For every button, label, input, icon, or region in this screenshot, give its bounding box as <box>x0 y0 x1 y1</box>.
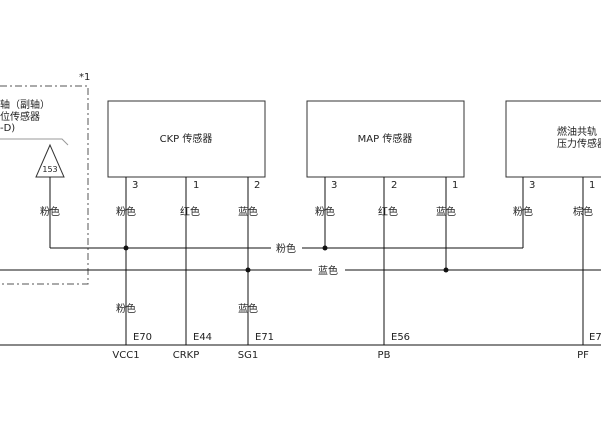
rail-pin-number: 3 <box>529 180 535 191</box>
ckp-wire-color-bottom: 粉色 <box>116 302 136 315</box>
ckp-wire-color: 红色 <box>180 205 200 218</box>
splice-dot <box>322 245 328 251</box>
group-name-line2: 位传感器 <box>0 110 40 123</box>
group-name-line1: 轴（副轴） <box>0 98 50 111</box>
group-divider <box>0 138 69 146</box>
ckp-terminal: E44 <box>193 332 212 343</box>
group-frame <box>0 85 89 285</box>
rail-sensor-box <box>505 100 601 178</box>
map-pin-number: 1 <box>452 180 458 191</box>
rail-sensor-name-line1: 燃油共轨 <box>557 125 597 138</box>
ckp-pin-number: 1 <box>193 180 199 191</box>
ckp-sensor-box <box>107 100 266 178</box>
rail-sensor-name-line2: 压力传感器 <box>557 137 601 150</box>
group-marker: *1 <box>79 72 90 83</box>
rail-pin-number: 1 <box>589 180 595 191</box>
ckp-signal: CRKP <box>173 350 200 361</box>
ckp-terminal: E71 <box>255 332 274 343</box>
map-terminal: E56 <box>391 332 410 343</box>
ckp-wire-color-bottom: 蓝色 <box>238 302 258 315</box>
splice-dot <box>245 267 251 273</box>
ckp-wire-color: 粉色 <box>116 205 136 218</box>
reference-number: 153 <box>42 165 57 174</box>
ckp-wire-color: 蓝色 <box>238 205 258 218</box>
ckp-signal: VCC1 <box>112 350 139 361</box>
rail-wire-color: 棕色 <box>573 205 593 218</box>
group-wire-color: 粉色 <box>40 205 60 218</box>
rail-wire-color: 粉色 <box>513 205 533 218</box>
map-wire-color: 红色 <box>378 205 398 218</box>
ckp-pin-number: 2 <box>254 180 260 191</box>
ckp-signal: SG1 <box>238 350 258 361</box>
map-pin-number: 3 <box>331 180 337 191</box>
group-name-line3: -D) <box>0 123 15 134</box>
rail-signal: PF <box>577 350 589 361</box>
ckp-pin-number: 3 <box>132 180 138 191</box>
splice-dot <box>123 245 129 251</box>
map-wire-color: 粉色 <box>315 205 335 218</box>
map-signal: PB <box>378 350 391 361</box>
map-pin-number: 2 <box>391 180 397 191</box>
map-wire-color: 蓝色 <box>436 205 456 218</box>
ckp-sensor-name: CKP 传感器 <box>160 132 213 145</box>
blue-bus-label: 蓝色 <box>318 264 338 277</box>
ckp-terminal: E70 <box>133 332 152 343</box>
map-sensor-box <box>306 100 465 178</box>
splice-dot <box>443 267 449 273</box>
rail-terminal: E7 <box>589 332 601 343</box>
pink-bus-label: 粉色 <box>276 242 296 255</box>
map-sensor-name: MAP 传感器 <box>358 132 413 145</box>
